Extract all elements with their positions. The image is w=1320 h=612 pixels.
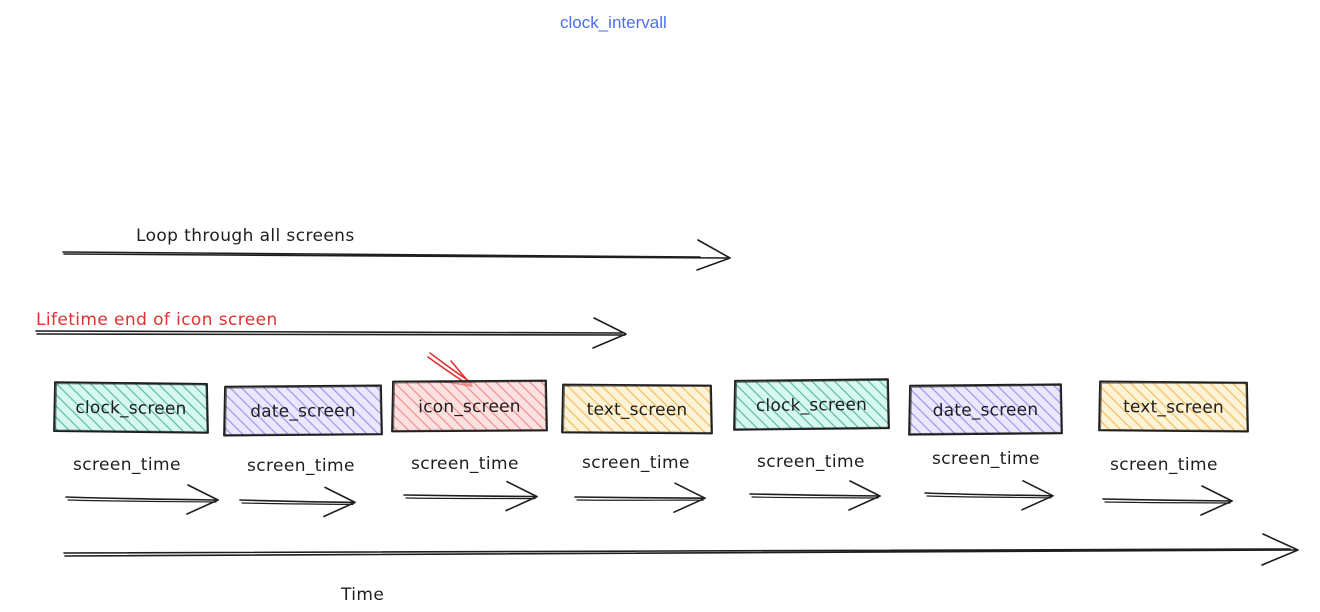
screen-box-hatch [909,384,1062,435]
screen-time-arrow-head [186,484,219,515]
screen-time-arrow-line [1102,498,1233,502]
screen-box-icon_screen-2[interactable]: icon_screen [391,379,548,433]
screen-box-label: clock_screen [756,395,867,416]
time-axis-label: Time [340,585,384,605]
screen-time-segment-3: screen_time [574,453,706,513]
screen-box-date_screen-5[interactable]: date_screen [908,383,1063,436]
screen-time-label: screen_time [411,454,519,474]
screen-box-border-sketch [392,380,547,432]
screen-box-border [1098,380,1249,433]
screen-box-border [561,383,713,435]
screen-box-border-sketch [734,379,889,430]
page-title: clock_intervall [560,13,667,32]
screen-box-hatch [734,379,889,430]
screen-time-label: screen_time [757,452,865,472]
screen-time-arrow-line-2 [1104,501,1231,504]
screen-time-segment-6: screen_time [1102,455,1233,516]
screen-time-label: screen_time [582,453,690,473]
screen-time-segment-5: screen_time [924,449,1054,511]
screen-box-group: clock_screen date_screen icon_screen text_s… [53,378,1249,437]
screen-box-label: date_screen [933,400,1039,421]
screen-time-label: screen_time [73,455,181,475]
screen-time-segment-1: screen_time [239,456,356,518]
screen-box-border [391,379,548,433]
screen-time-group: screen_time screen_time screen_time screen_… [65,449,1233,518]
screen-box-label: text_screen [587,400,688,421]
screen-box-label: clock_screen [75,398,186,419]
screen-box-clock_screen-0[interactable]: clock_screen [53,381,209,434]
screen-time-label: screen_time [932,449,1040,469]
screen-time-label: screen_time [247,456,355,476]
screen-box-hatch [392,380,547,432]
screen-time-arrow-line [749,493,881,497]
screen-box-border-sketch [54,383,208,433]
screen-box-border-sketch [909,384,1062,435]
screen-time-arrow-head [673,482,706,513]
screen-box-clock_screen-4[interactable]: clock_screen [733,378,890,431]
screen-box-border [908,383,1063,436]
screen-box-label: text_screen [1123,397,1224,418]
screen-time-arrow-line-2 [67,499,217,503]
screen-time-arrow-line-2 [926,495,1052,499]
lifetime-label: Lifetime end of icon screen [36,310,278,330]
screen-time-arrow-line [574,496,706,499]
screen-time-arrow-line-2 [751,496,879,499]
screen-time-arrow-line [65,496,219,501]
screen-box-hatch [562,384,712,434]
loop-label: Loop through all screens [136,226,355,246]
screen-time-arrow-head [505,480,538,512]
screen-time-arrow-head [323,486,356,518]
screen-box-label: icon_screen [418,397,521,418]
screen-box-text_screen-6[interactable]: text_screen [1098,380,1249,433]
screen-time-arrow-line [924,492,1054,497]
screen-time-arrow-head [1021,480,1054,511]
screen-box-border [223,384,383,437]
screen-box-hatch [224,385,382,436]
screen-time-arrow-head [1200,485,1233,516]
screen-box-border [733,378,890,431]
time-axis-arrow [63,533,1299,566]
screen-time-segment-4: screen_time [749,452,881,511]
screen-time-arrow-line [239,499,356,504]
screen-time-arrow-head [848,480,881,511]
screen-box-border-sketch [1099,382,1248,432]
screen-box-date_screen-1[interactable]: date_screen [223,384,383,437]
screen-box-border-sketch [562,385,712,434]
screen-box-border [53,381,209,434]
screen-box-hatch [1099,381,1248,432]
screen-box-border-sketch [224,385,382,436]
screen-time-segment-0: screen_time [65,455,219,515]
screen-box-hatch [54,382,208,433]
screen-time-arrow-line-2 [405,497,536,500]
screen-time-label: screen_time [1110,455,1218,475]
screen-time-arrow-line [403,494,538,498]
screen-box-label: date_screen [250,401,356,422]
screen-time-arrow-line-2 [241,502,354,505]
screen-time-segment-2: screen_time [403,454,538,512]
loop-arrow [62,239,731,271]
screen-box-text_screen-3[interactable]: text_screen [561,383,713,435]
